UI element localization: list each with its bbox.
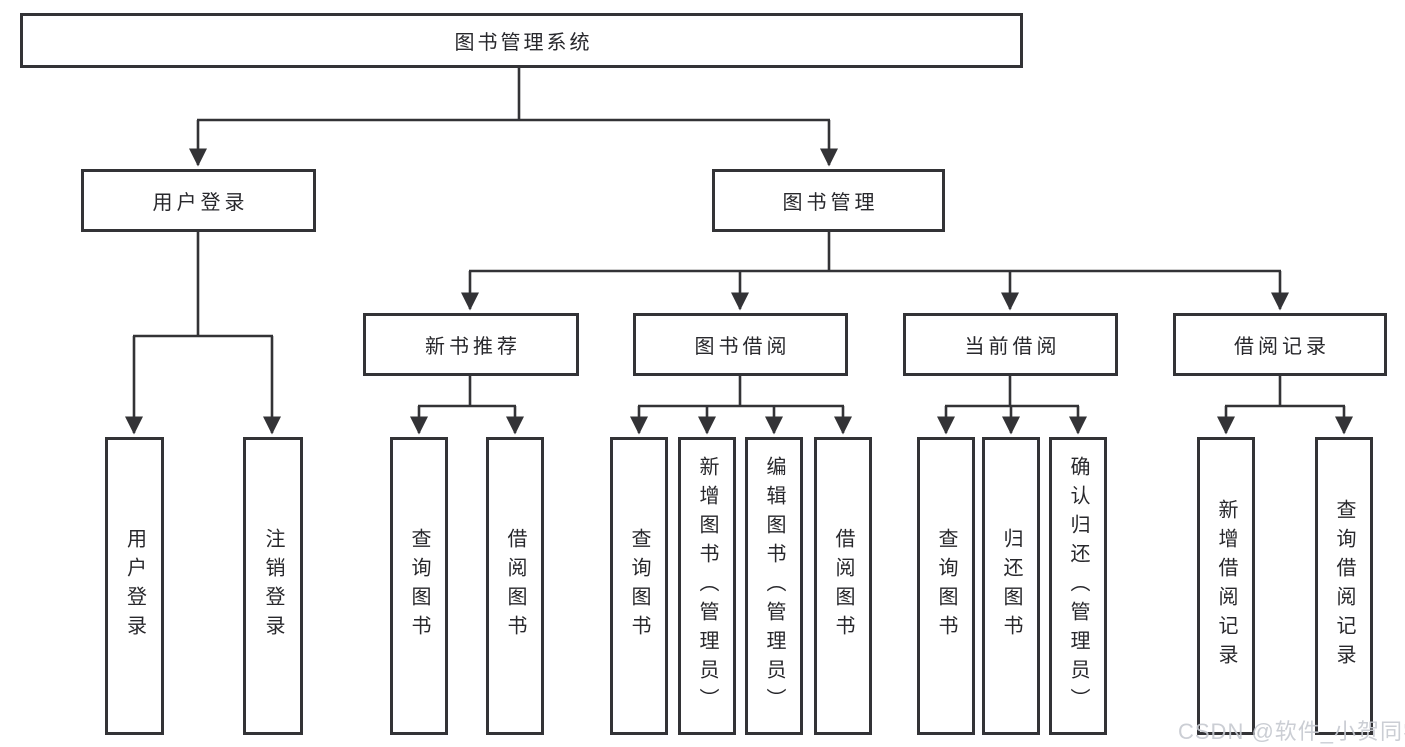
leaf-return-books: 归还图书 <box>982 437 1040 735</box>
leaf-query-borrow-record: 查询借阅记录 <box>1315 437 1373 735</box>
leaf-borrow-books-recommend-label: 借阅图书 <box>504 528 526 644</box>
node-book-borrowing-label: 图书借阅 <box>694 336 791 358</box>
leaf-query-books-recommend: 查询图书 <box>390 437 448 735</box>
node-book-borrowing: 图书借阅 <box>633 313 848 376</box>
leaf-user-login: 用户登录 <box>105 437 164 735</box>
leaf-return-books-label: 归还图书 <box>1000 528 1022 644</box>
leaf-query-borrow-record-label: 查询借阅记录 <box>1333 499 1355 673</box>
leaf-edit-books-admin: 编辑图书（管理员） <box>745 437 803 735</box>
node-current-borrowing-label: 当前借阅 <box>964 336 1061 358</box>
leaf-logout-label: 注销登录 <box>262 528 284 644</box>
node-root: 图书管理系统 <box>20 13 1023 68</box>
node-current-borrowing: 当前借阅 <box>903 313 1118 376</box>
node-borrowing-records-label: 借阅记录 <box>1234 336 1330 358</box>
node-new-book-recommend: 新书推荐 <box>363 313 579 376</box>
leaf-query-books-borrowing-label: 查询图书 <box>628 528 650 644</box>
leaf-borrow-books-recommend: 借阅图书 <box>486 437 544 735</box>
leaf-query-books-borrowing: 查询图书 <box>610 437 668 735</box>
node-root-label: 图书管理系统 <box>454 32 593 54</box>
leaf-add-borrow-record-label: 新增借阅记录 <box>1215 499 1237 673</box>
leaf-add-books-admin: 新增图书（管理员） <box>678 437 736 735</box>
leaf-confirm-return-admin-label: 确认归还（管理员） <box>1067 455 1089 717</box>
node-borrowing-records: 借阅记录 <box>1173 313 1387 376</box>
watermark: CSDN @软件_小贺同学 <box>1178 719 1405 744</box>
node-book-management: 图书管理 <box>712 169 945 232</box>
leaf-add-borrow-record: 新增借阅记录 <box>1197 437 1255 735</box>
leaf-user-login-label: 用户登录 <box>123 528 146 644</box>
node-user-login: 用户登录 <box>81 169 316 232</box>
leaf-add-books-admin-label: 新增图书（管理员） <box>696 455 718 717</box>
node-book-management-label: 图书管理 <box>782 192 879 214</box>
leaf-confirm-return-admin: 确认归还（管理员） <box>1049 437 1107 735</box>
leaf-borrow-books: 借阅图书 <box>814 437 872 735</box>
leaf-edit-books-admin-label: 编辑图书（管理员） <box>763 455 785 717</box>
node-user-login-label: 用户登录 <box>152 192 249 214</box>
leaf-logout: 注销登录 <box>243 437 303 735</box>
node-new-book-recommend-label: 新书推荐 <box>425 336 521 358</box>
leaf-query-books-current-label: 查询图书 <box>935 528 957 644</box>
leaf-borrow-books-label: 借阅图书 <box>832 528 854 644</box>
leaf-query-books-recommend-label: 查询图书 <box>408 528 430 644</box>
leaf-query-books-current: 查询图书 <box>917 437 975 735</box>
